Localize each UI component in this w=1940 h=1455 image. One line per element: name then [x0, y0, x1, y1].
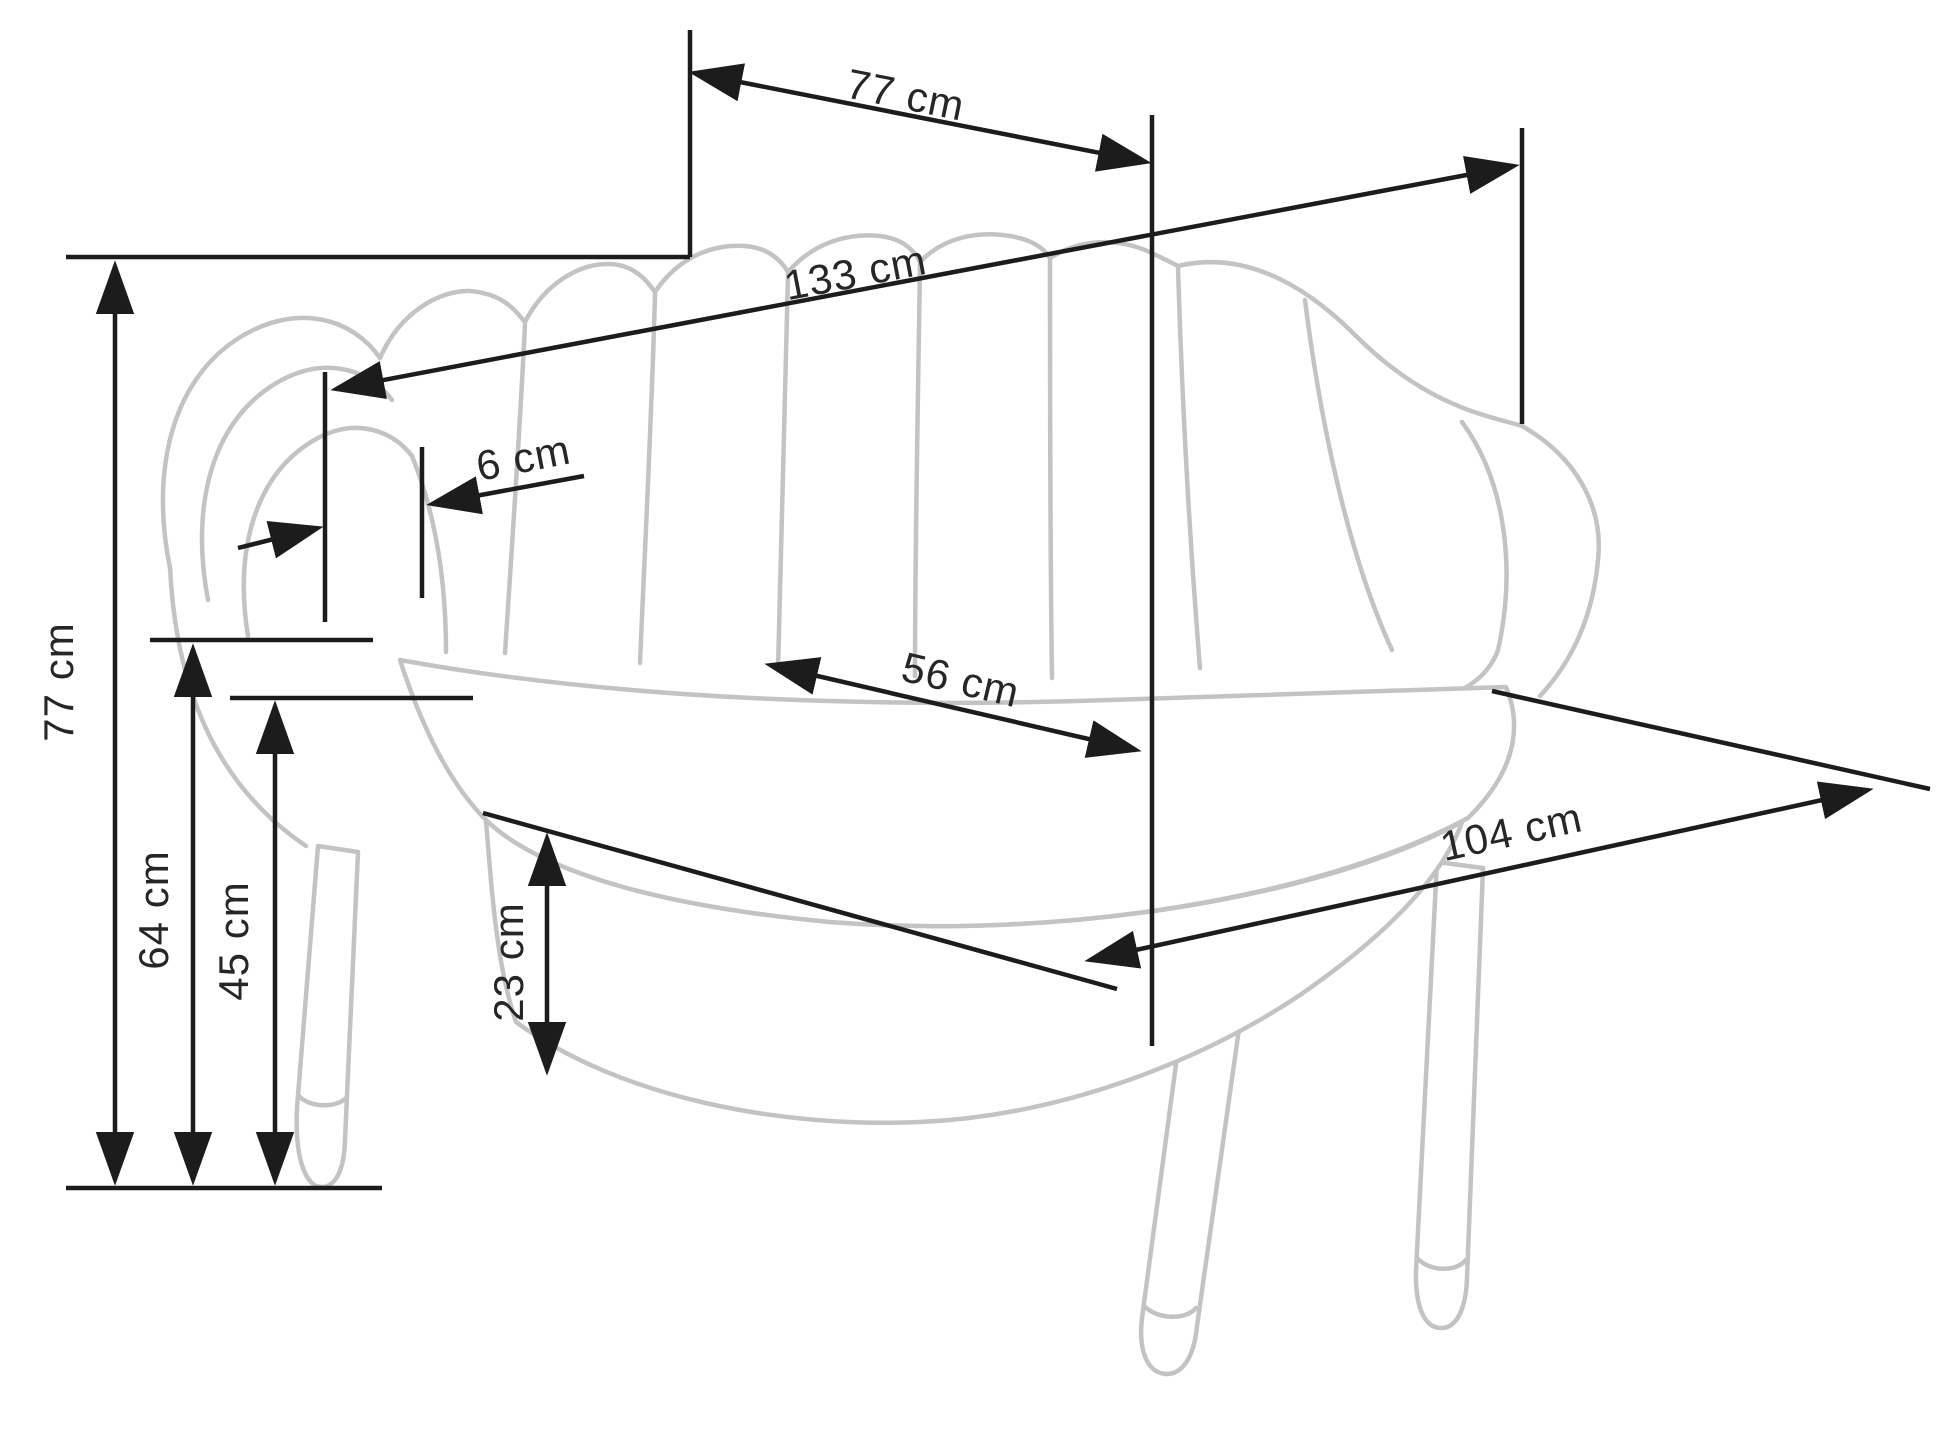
- dim-label-top-depth: 77 cm: [843, 60, 969, 130]
- dim-arrow-arm-offset-left: [237, 520, 324, 559]
- dimension-labels: 77 cm 133 cm 6 cm 56 cm 104 cm 77 cm 64 …: [35, 60, 1586, 1022]
- dim-arrow-top-depth: [688, 63, 1152, 172]
- sofa-channel-seam-3: [775, 271, 791, 673]
- sofa-right-petal-seam: [1453, 419, 1509, 695]
- sofa-channel-seam-5: [1047, 257, 1055, 681]
- dim-label-seat-height: 45 cm: [210, 881, 257, 1000]
- sofa-leg-front-left-foot-seam: [296, 1093, 349, 1108]
- sofa-channel-seam-2: [637, 291, 658, 666]
- dim-arrow-seat-width: [1084, 781, 1874, 969]
- dim-arrow-seat-depth: [764, 657, 1142, 758]
- dim-arrow-overall-width: [330, 156, 1520, 399]
- dim-label-overall-height: 77 cm: [35, 622, 82, 741]
- dim-label-base-height: 23 cm: [485, 902, 532, 1021]
- ext-line-seat-right: [1491, 688, 1931, 792]
- sofa-leg-front-right: [1138, 1009, 1243, 1377]
- sofa-leg-front-left: [294, 843, 361, 1190]
- sofa-arm-front-edge: [409, 453, 449, 655]
- sofa-leg-rear-right: [1413, 859, 1486, 1331]
- sofa-channel-seam-7: [1302, 297, 1395, 653]
- sofa-drawing: [160, 232, 1602, 1377]
- sofa-arm-outer-side: [167, 565, 309, 849]
- sofa-channel-seam-4: [912, 261, 923, 679]
- dim-label-overall-width: 133 cm: [780, 236, 930, 309]
- sofa-arm-middle-arc: [199, 365, 395, 603]
- dim-arrow-arm-offset-right: [426, 473, 585, 515]
- dimension-lines: [66, 30, 1931, 1191]
- ext-line-seat-front-left: [482, 810, 1118, 992]
- dim-label-arm-height: 64 cm: [130, 850, 177, 969]
- sofa-leg-front-right-foot-seam: [1141, 1303, 1199, 1319]
- sofa-arm-inner-arc: [241, 425, 415, 639]
- sofa-channel-seam-6: [1175, 265, 1203, 671]
- sofa-leg-rear-right-foot-seam: [1414, 1255, 1469, 1271]
- sofa-arm-outer-arc: [160, 315, 383, 571]
